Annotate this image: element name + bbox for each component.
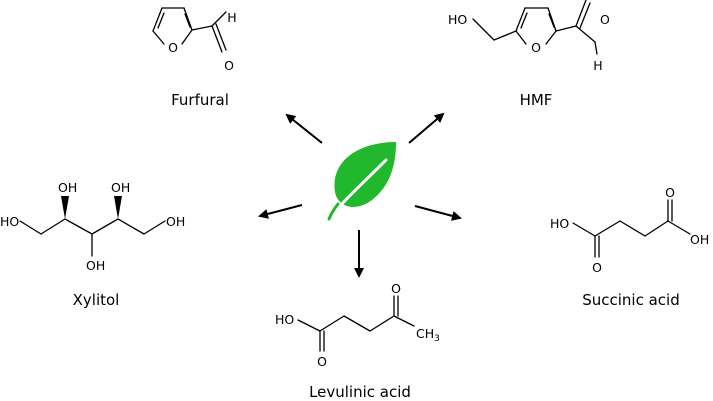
hmf-ring-oxygen: O [531, 40, 541, 55]
succinic-acid-structure: HO O O OH [550, 185, 709, 275]
levulinic-keto-oxygen: O [391, 281, 401, 296]
furfural-hydrogen: H [227, 10, 236, 25]
xylitol-hydroxyl-left: HO [0, 214, 19, 229]
arrow-to-xylitol [258, 204, 303, 219]
furfural-ring-oxygen: O [168, 40, 178, 55]
furfural-label: Furfural [171, 91, 229, 109]
hmf-hydroxyl: HO [448, 12, 467, 27]
leaf-icon [327, 142, 396, 221]
xylitol-label: Xylitol [73, 291, 120, 309]
succinic-oxygen-right: O [665, 185, 675, 200]
xylitol-hydroxyl-right: OH [166, 214, 185, 229]
succinic-hydroxyl-right: OH [690, 232, 709, 247]
arrow-to-furfural [285, 113, 323, 144]
levulinic-methyl: CH3 [416, 326, 440, 344]
xylitol-structure: HO OH OH OH OH [0, 180, 185, 273]
levulinic-hydroxyl: HO [275, 312, 294, 327]
succinic-hydroxyl-left: HO [550, 216, 569, 231]
levulinic-acid-structure: HO O O CH3 [275, 281, 440, 369]
hmf-label: HMF [520, 91, 553, 109]
furfural-structure: O O H [152, 7, 237, 73]
arrow-to-hmf [408, 112, 445, 144]
arrows [258, 112, 462, 278]
levulinic-acid-oxygen: O [317, 354, 327, 369]
hmf-hydrogen: H [593, 58, 602, 73]
succinic-oxygen-left: O [592, 260, 602, 275]
succinic-acid-label: Succinic acid [582, 291, 680, 309]
levulinic-methyl-subscript: 3 [434, 334, 440, 344]
xylitol-hydroxyl-top2: OH [111, 180, 130, 195]
xylitol-hydroxyl-bottom: OH [86, 258, 105, 273]
hmf-carbonyl-oxygen: O [600, 12, 610, 27]
furfural-carbonyl-oxygen: O [224, 58, 234, 73]
xylitol-hydroxyl-top1: OH [58, 180, 77, 195]
arrow-to-succinic-acid [414, 205, 462, 221]
levulinic-acid-label: Levulinic acid [309, 383, 411, 401]
hmf-structure: HO O O H [448, 0, 610, 73]
levulinic-methyl-ch: CH [416, 326, 434, 341]
